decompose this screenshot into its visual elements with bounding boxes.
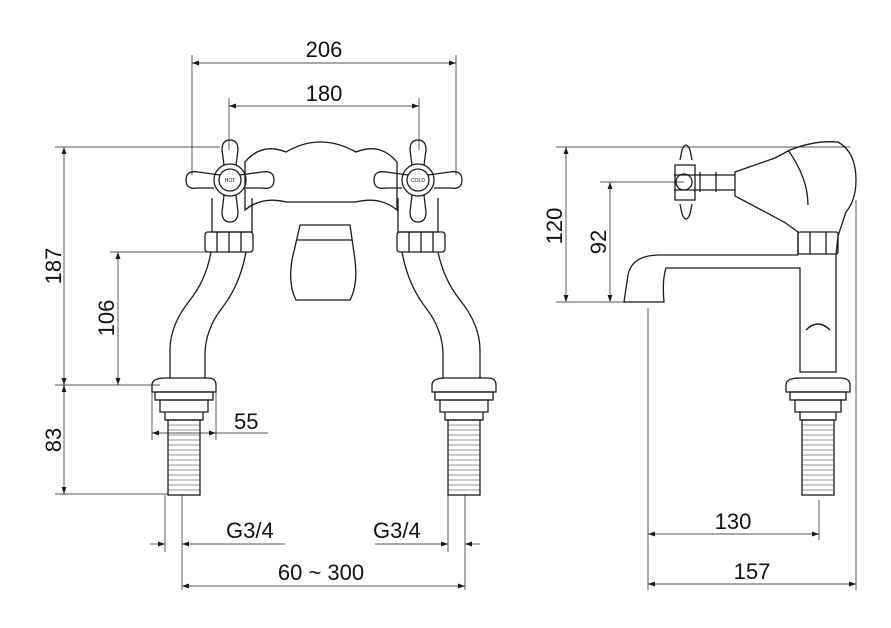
dim-center-range: 60 ~ 300: [278, 560, 364, 585]
dim-total-depth: 157: [734, 559, 771, 584]
right-cross-handle: [373, 139, 463, 223]
side-body-curve: [787, 149, 809, 206]
side-nut: [797, 231, 839, 255]
side-handle: [674, 144, 735, 220]
dim-overall-width: 206: [306, 37, 343, 62]
dim-thread-right: G3/4: [373, 518, 421, 543]
dim-thread-left: G3/4: [226, 518, 274, 543]
front-dimensions: 206 180 187 106 83 55 G3/4: [41, 37, 480, 590]
left-index-cap: [218, 168, 242, 192]
right-handle-hub: [401, 163, 435, 197]
side-riser-join: [805, 323, 831, 331]
dim-riser-height: 106: [94, 300, 119, 337]
right-index-cap: [406, 168, 430, 192]
dim-side-height: 120: [542, 208, 567, 245]
left-shank: [151, 377, 217, 496]
dim-side-handle-height: 92: [586, 230, 611, 254]
right-handle-label: COLD: [411, 178, 425, 184]
dim-shank-length: 83: [41, 428, 66, 452]
dim-valve-centers: 180: [306, 81, 343, 106]
right-valve-body: [397, 198, 439, 233]
right-riser: [401, 251, 481, 378]
right-valve: COLD: [373, 139, 463, 253]
side-view: [623, 141, 857, 496]
side-dimensions: 120 92 130 157: [542, 146, 857, 590]
left-valve-body: [211, 198, 253, 233]
dim-total-height: 187: [41, 248, 66, 285]
dim-flange: 55: [234, 409, 258, 434]
spout: [290, 224, 357, 301]
left-handle-hub: [213, 163, 247, 197]
front-view: HOT COLD: [151, 139, 497, 496]
left-riser: [169, 251, 247, 378]
left-handle-label: HOT: [225, 178, 236, 184]
right-shank: [431, 377, 497, 496]
left-valve: HOT: [185, 139, 275, 253]
left-cross-handle: [185, 139, 275, 223]
dim-spout-reach: 130: [715, 509, 752, 534]
side-shank: [801, 419, 835, 496]
bridge-body: [244, 141, 398, 212]
side-spout: [623, 141, 857, 373]
